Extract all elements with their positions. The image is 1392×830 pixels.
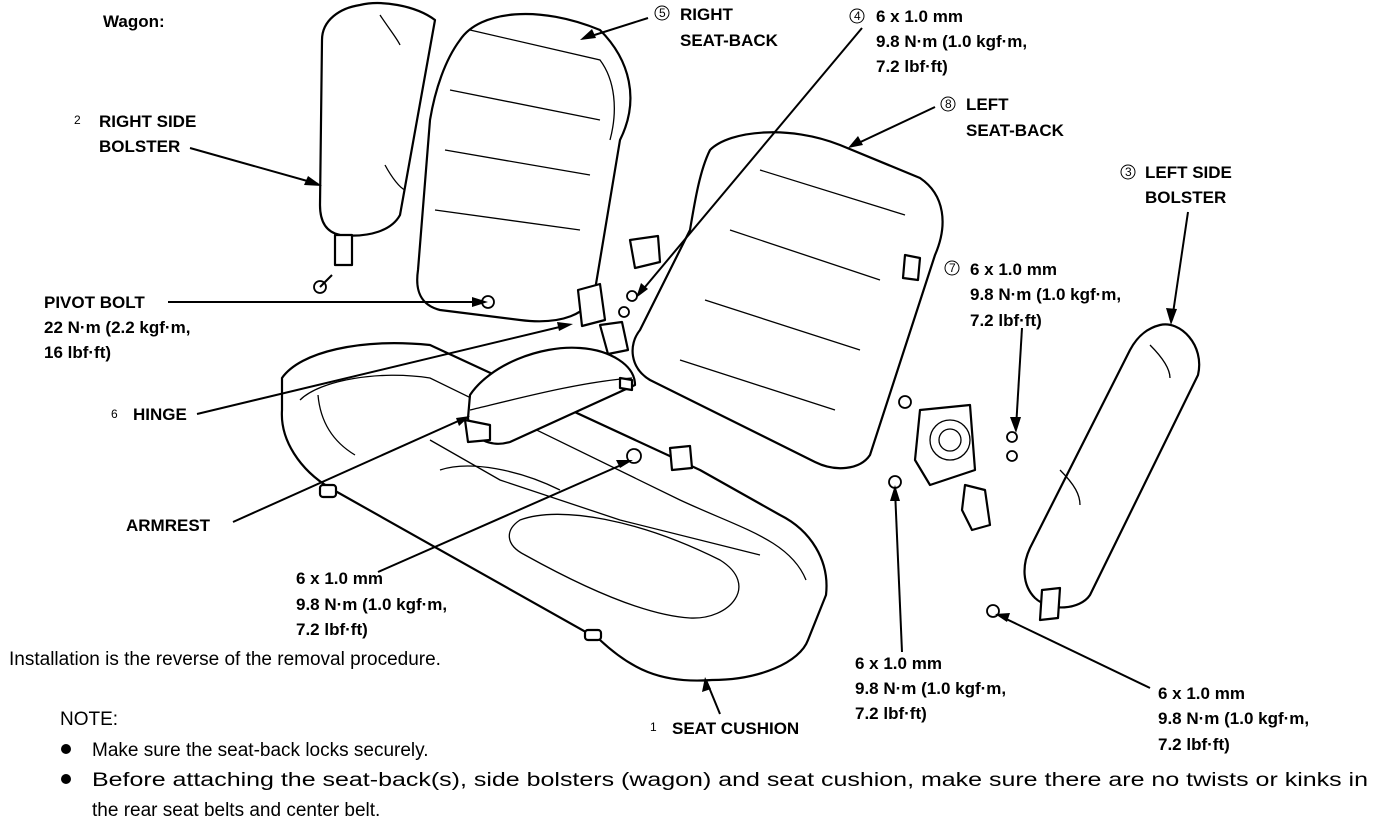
svg-text:16 lbf·ft): 16 lbf·ft) <box>44 343 111 362</box>
seat-cushion-part <box>280 342 828 682</box>
svg-text:7.2 lbf·ft): 7.2 lbf·ft) <box>1158 735 1230 754</box>
svg-text:ARMREST: ARMREST <box>126 516 211 535</box>
label-bolt-4: 4 6 x 1.0 mm 9.8 N·m (1.0 kgf·m, 7.2 lbf… <box>849 7 1027 76</box>
svg-text:BOLSTER: BOLSTER <box>1145 188 1226 207</box>
svg-text:7.2 lbf·ft): 7.2 lbf·ft) <box>296 620 368 639</box>
leader-bolt-bracket <box>894 489 903 653</box>
label-bolt-cushion: 6 x 1.0 mm 9.8 N·m (1.0 kgf·m, 7.2 lbf·f… <box>296 569 447 639</box>
leader-bolt-cushion <box>377 461 629 573</box>
svg-text:7.2 lbf·ft): 7.2 lbf·ft) <box>876 57 948 76</box>
leader-right-bolster <box>189 147 319 185</box>
label-bolt-bracket: 6 x 1.0 mm 9.8 N·m (1.0 kgf·m, 7.2 lbf·f… <box>855 654 1006 723</box>
callout-number: 5 <box>659 6 666 20</box>
leader-right-seat-back <box>584 17 649 39</box>
leader-lines <box>168 17 1189 715</box>
svg-text:HINGE: HINGE <box>133 405 187 424</box>
svg-text:9.8 N·m (1.0 kgf·m,: 9.8 N·m (1.0 kgf·m, <box>970 285 1121 304</box>
leader-bolt-4 <box>639 27 863 294</box>
note-title: NOTE: <box>60 709 118 730</box>
svg-text:6 x 1.0 mm: 6 x 1.0 mm <box>296 569 383 588</box>
svg-text:LEFT: LEFT <box>966 95 1009 114</box>
svg-text:9.8 N·m (1.0 kgf·m,: 9.8 N·m (1.0 kgf·m, <box>1158 709 1309 728</box>
arrow-heads <box>304 29 1177 692</box>
label-bolt-7: 7 6 x 1.0 mm 9.8 N·m (1.0 kgf·m, 7.2 lbf… <box>944 260 1121 330</box>
label-bolt-left-bolster: 6 x 1.0 mm 9.8 N·m (1.0 kgf·m, 7.2 lbf·f… <box>1158 684 1309 754</box>
svg-text:BOLSTER: BOLSTER <box>99 137 180 156</box>
svg-text:9.8 N·m (1.0 kgf·m,: 9.8 N·m (1.0 kgf·m, <box>296 595 447 614</box>
svg-text:SEAT CUSHION: SEAT CUSHION <box>672 719 799 738</box>
label-seat-cushion: 1 SEAT CUSHION <box>650 719 799 738</box>
svg-text:SEAT-BACK: SEAT-BACK <box>966 121 1065 140</box>
svg-text:8: 8 <box>945 97 952 111</box>
heading-wagon: Wagon: <box>103 12 165 31</box>
svg-text:7.2 lbf·ft): 7.2 lbf·ft) <box>855 704 927 723</box>
svg-text:SEAT-BACK: SEAT-BACK <box>680 31 779 50</box>
bullet-icon <box>61 744 71 754</box>
right-seat-back-part <box>416 12 632 328</box>
leader-left-seat-back <box>851 106 936 147</box>
svg-text:9.8 N·m (1.0 kgf·m,: 9.8 N·m (1.0 kgf·m, <box>876 32 1027 51</box>
center-bracket-part <box>888 395 1018 532</box>
label-pivot-bolt: PIVOT BOLT 22 N·m (2.2 kgf·m, 16 lbf·ft) <box>44 293 190 362</box>
armrest-part <box>463 346 637 445</box>
leader-bolt-7 <box>1015 327 1023 429</box>
leader-bolt-left-bolster <box>999 615 1151 689</box>
label-right-side-bolster: 2 RIGHT SIDE BOLSTER <box>74 112 196 156</box>
svg-text:7.2 lbf·ft): 7.2 lbf·ft) <box>970 311 1042 330</box>
left-seat-back-part <box>631 131 944 470</box>
note-bullet-2-line-1: Before attaching the seat-back(s), side … <box>92 770 1368 791</box>
svg-text:7: 7 <box>949 261 956 275</box>
label-left-side-bolster: 3 LEFT SIDE BOLSTER <box>1120 163 1232 207</box>
label-left-seat-back: 8 LEFT SEAT-BACK <box>940 95 1065 140</box>
svg-text:9.8 N·m (1.0 kgf·m,: 9.8 N·m (1.0 kgf·m, <box>855 679 1006 698</box>
note-bullet-2-line-2: the rear seat belts and center belt. <box>92 800 380 821</box>
svg-text:3: 3 <box>1125 165 1132 179</box>
leader-left-bolster <box>1171 211 1189 321</box>
label-right-seat-back: 5 RIGHT SEAT-BACK <box>654 5 779 50</box>
svg-text:22 N·m (2.2 kgf·m,: 22 N·m (2.2 kgf·m, <box>44 318 190 337</box>
leader-hinge <box>196 324 569 415</box>
svg-text:1: 1 <box>650 720 657 734</box>
left-side-bolster-part <box>986 323 1201 622</box>
svg-text:RIGHT SIDE: RIGHT SIDE <box>99 112 196 131</box>
label-armrest: ARMREST <box>126 516 211 535</box>
hinge-parts <box>598 234 694 472</box>
label-hinge: 6 HINGE <box>111 405 187 424</box>
note-bullet-1: Make sure the seat-back locks securely. <box>92 740 429 761</box>
svg-text:4: 4 <box>854 9 861 23</box>
svg-text:RIGHT: RIGHT <box>680 5 734 24</box>
svg-text:2: 2 <box>74 113 81 127</box>
svg-text:6 x 1.0 mm: 6 x 1.0 mm <box>970 260 1057 279</box>
bullet-icon <box>61 774 71 784</box>
svg-text:PIVOT BOLT: PIVOT BOLT <box>44 293 145 312</box>
right-side-bolster-part <box>313 2 437 294</box>
svg-text:6 x 1.0 mm: 6 x 1.0 mm <box>855 654 942 673</box>
svg-text:6: 6 <box>111 407 118 421</box>
svg-text:6 x 1.0 mm: 6 x 1.0 mm <box>876 7 963 26</box>
leader-armrest <box>232 417 466 523</box>
svg-text:6 x 1.0 mm: 6 x 1.0 mm <box>1158 684 1245 703</box>
note-block: NOTE: Make sure the seat-back locks secu… <box>60 709 1368 821</box>
svg-text:LEFT SIDE: LEFT SIDE <box>1145 163 1232 182</box>
installation-text: Installation is the reverse of the remov… <box>9 649 441 670</box>
